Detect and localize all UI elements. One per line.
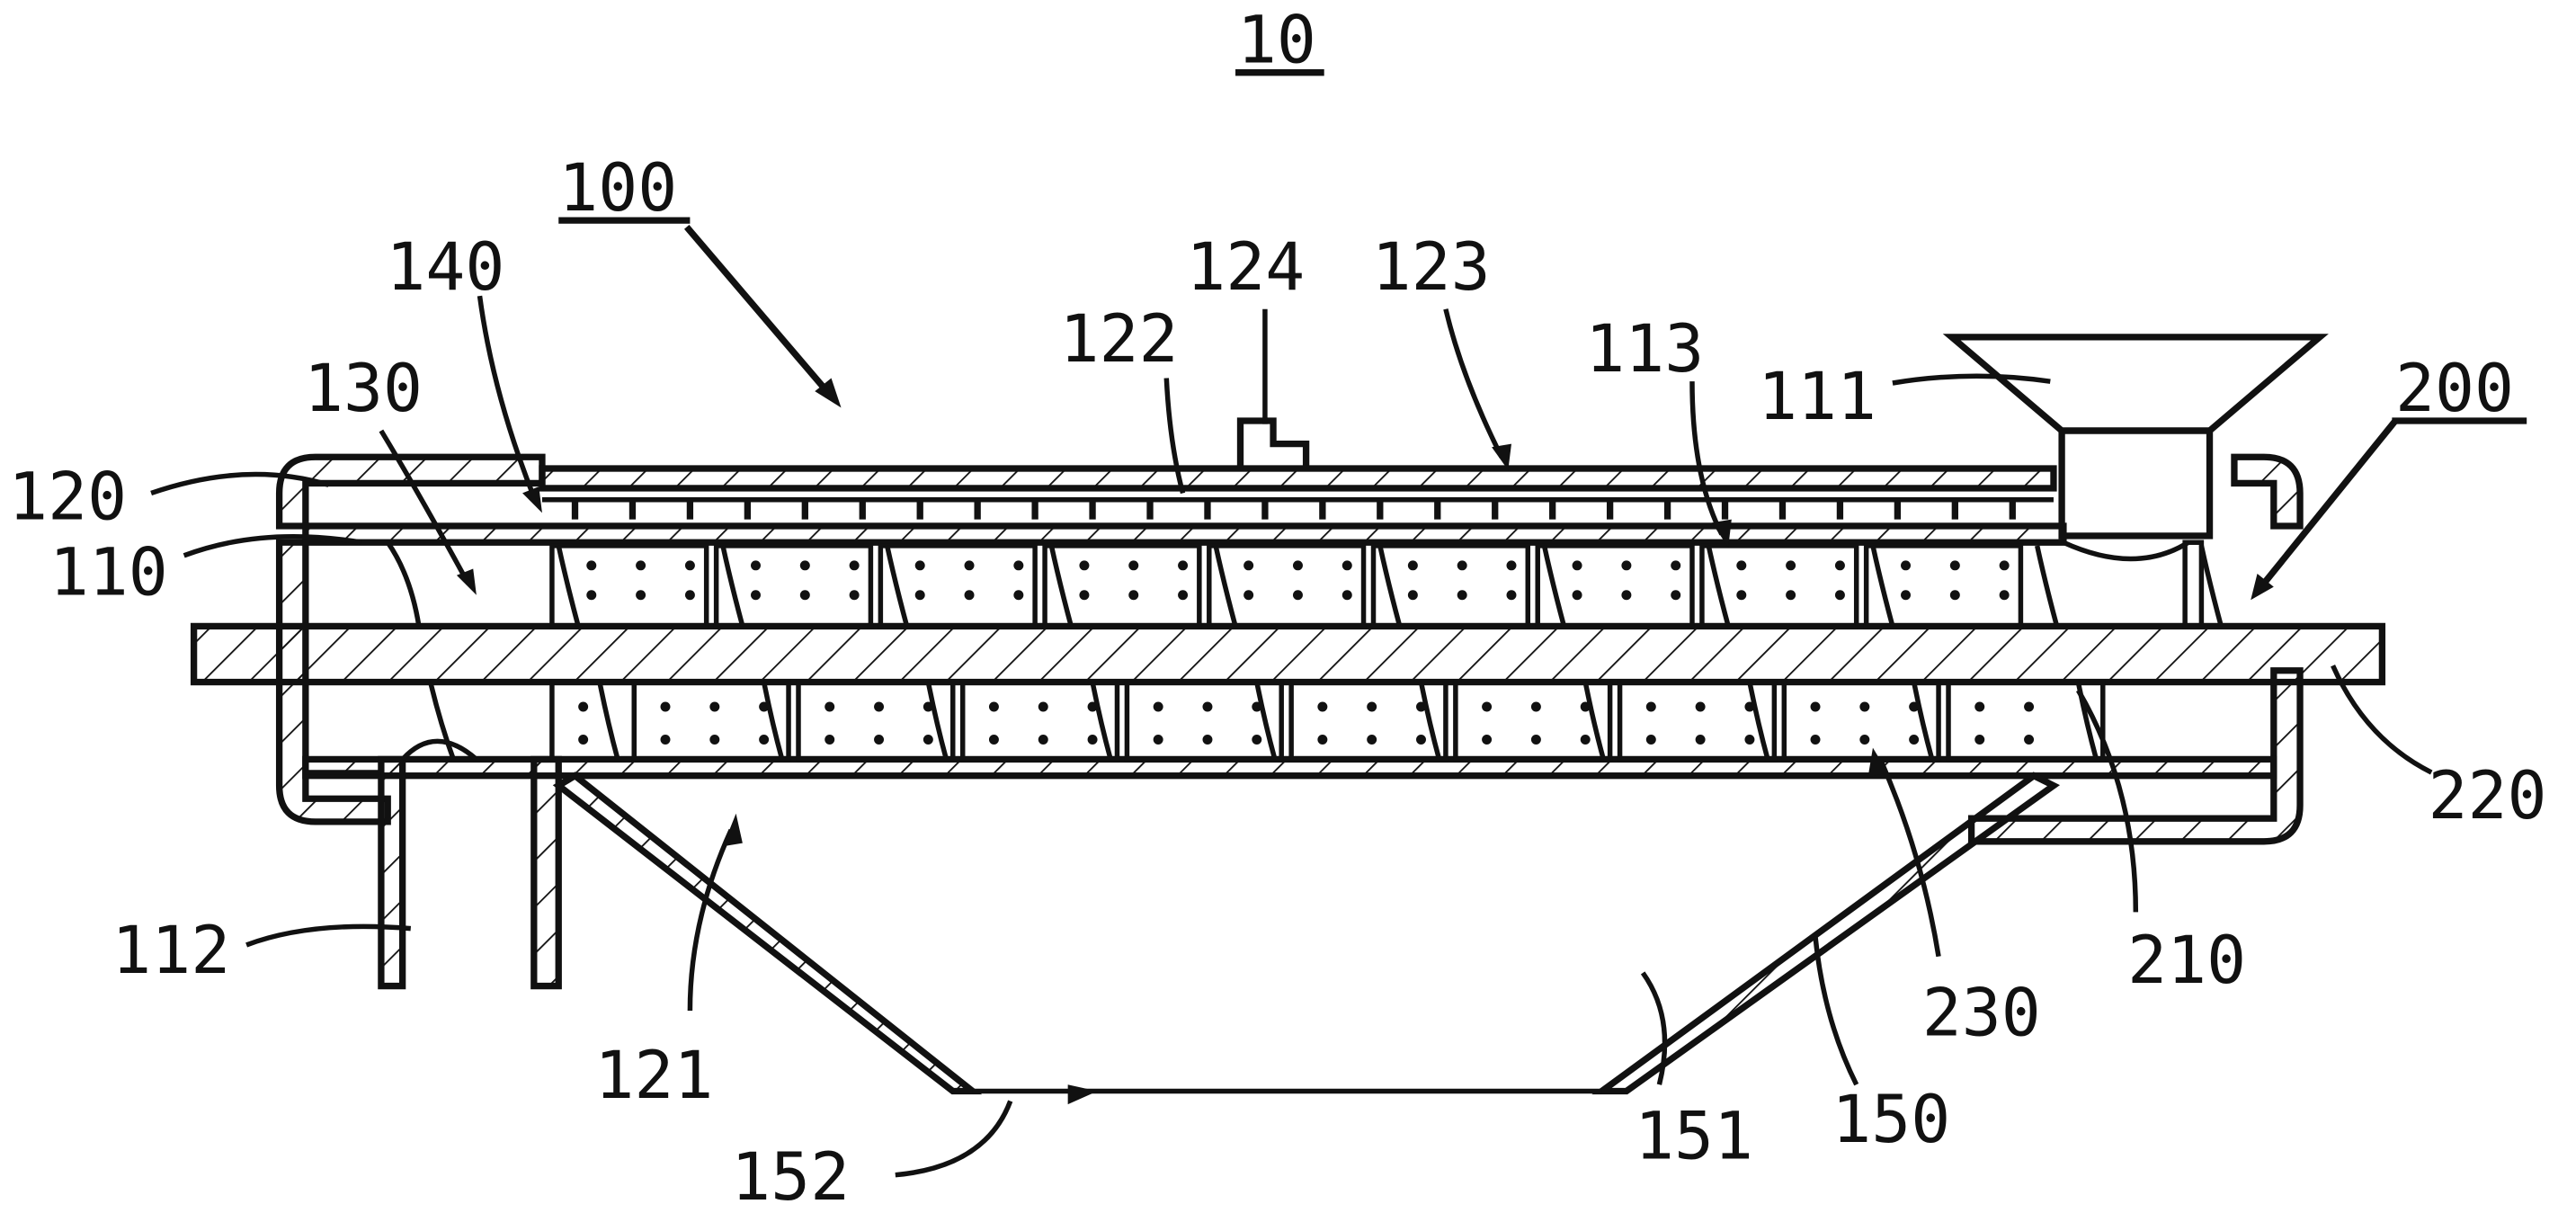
label-122: 122 xyxy=(1060,301,1179,378)
spray-pipe xyxy=(541,417,2054,520)
label-140: 140 xyxy=(386,229,504,306)
label-220: 220 xyxy=(2429,758,2547,834)
label-151: 151 xyxy=(1635,1098,1753,1174)
label-152: 152 xyxy=(731,1139,850,1213)
label-200: 200 xyxy=(2395,351,2514,427)
label-110: 110 xyxy=(49,535,168,611)
label-123: 123 xyxy=(1372,229,1491,306)
screw-flights xyxy=(385,540,2224,761)
label-121: 121 xyxy=(594,1038,713,1114)
label-112: 112 xyxy=(111,913,230,989)
figure-title: 10 xyxy=(1237,3,1316,79)
screen-drum xyxy=(549,543,2106,763)
label-130: 130 xyxy=(304,351,423,427)
label-150: 150 xyxy=(1832,1082,1950,1158)
label-113: 113 xyxy=(1585,311,1704,388)
label-111: 111 xyxy=(1758,359,1876,435)
screw-shaft xyxy=(190,622,2386,686)
label-210: 210 xyxy=(2127,923,2246,999)
label-120: 120 xyxy=(8,459,127,536)
leader-lines xyxy=(150,225,2527,1178)
hopper xyxy=(1942,334,2329,540)
label-124: 124 xyxy=(1186,229,1305,306)
label-230: 230 xyxy=(1922,975,2041,1051)
reference-labels: 100 140 130 120 110 112 121 152 151 150 … xyxy=(8,150,2546,1213)
collecting-hopper xyxy=(552,772,2061,1095)
label-100: 100 xyxy=(558,150,677,227)
